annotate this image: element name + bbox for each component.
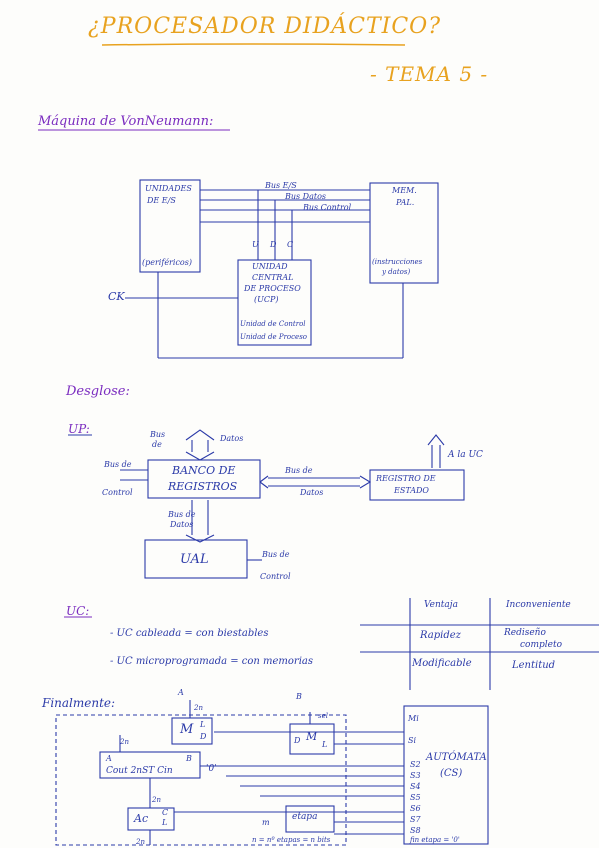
fin-signal-s5: S5	[410, 793, 421, 802]
bus-control-label: Bus Control	[303, 203, 352, 212]
up-bus-datos-top-1: Bus	[150, 430, 166, 439]
cpu-label-3: DE PROCESO	[244, 284, 301, 293]
fin-signal-s6: S6	[410, 804, 421, 813]
uc-row-1-text: - UC cableada = con biestables	[110, 628, 269, 639]
up-bus-control-left-1: Bus de	[104, 460, 132, 469]
banco-label-1: BANCO DE	[172, 464, 236, 477]
uc-row-1-inconv-1: Rediseño	[504, 628, 546, 638]
fin-etapa-signal: fin etapa = '0'	[410, 836, 460, 844]
fin-mux-l: L	[200, 720, 206, 729]
mem-label-1: MEM.	[392, 186, 417, 195]
page-title: ¿PROCESADOR DIDÁCTICO?	[88, 14, 441, 39]
registro-label-1: REGISTRO DE	[376, 474, 436, 483]
section-von-neumann: Máquina de VonNeumann:	[38, 114, 214, 129]
registro-label-2: ESTADO	[394, 486, 429, 495]
uc-label: UC:	[66, 604, 90, 618]
fin-mi: Mi	[408, 714, 419, 723]
fin-ac-c: C	[162, 808, 169, 817]
banco-label-2: REGISTROS	[168, 480, 238, 493]
uc-row-1-ventaja: Rapidez	[420, 630, 461, 641]
uc-row-2-text: - UC microprogramada = con memorias	[110, 656, 314, 667]
automata-label-2: (CS)	[440, 768, 463, 779]
mem-label-3: (instrucciones	[372, 258, 423, 266]
fin-ac: Ac	[134, 812, 149, 825]
up-label: UP:	[68, 422, 90, 436]
fin-in-a: A	[106, 754, 112, 763]
fin-etapa: etapa	[292, 812, 318, 822]
fin-mux: M	[180, 722, 194, 737]
fin-d: D	[294, 736, 301, 745]
up-bus-datos-top-2: de	[152, 440, 162, 449]
fin-signal-s7: S7	[410, 815, 421, 824]
up-bus-datos-down-2: Datos	[170, 520, 194, 529]
up-bus-datos-mid-1: Bus de	[285, 466, 313, 475]
ck-label: CK	[108, 290, 125, 303]
fin-ac-l: L	[162, 818, 168, 827]
cpu-label-6: Unidad de Proceso	[240, 333, 307, 341]
fin-m2-l: L	[322, 740, 328, 749]
io-unit-label-1: UNIDADES	[145, 184, 192, 193]
fin-si: Si	[408, 736, 417, 745]
cpu-label-1: UNIDAD	[252, 262, 288, 271]
section-desglose: Desglose:	[66, 384, 130, 399]
mem-label-2: PAL.	[396, 198, 415, 207]
bus-sym-u: U	[252, 240, 259, 249]
fin-signal-s4: S4	[410, 782, 421, 791]
automata-label-1: AUTÓMATA	[426, 752, 487, 763]
fin-signal-s8: S8	[410, 826, 421, 835]
fin-b-top: B	[296, 692, 302, 701]
bus-datos-label: Bus Datos	[285, 192, 326, 201]
fin-comp: Cout 2nST Cin	[106, 766, 173, 776]
ual-bus-control-2: Control	[260, 572, 291, 581]
up-bus-control-left-2: Control	[102, 488, 133, 497]
section-finalmente: Finalmente:	[42, 696, 116, 710]
bus-sym-d: D	[270, 240, 277, 249]
uc-row-1-inconv-2: completo	[520, 640, 562, 650]
fin-n2: 2n	[120, 738, 129, 746]
fin-n1: 2n	[194, 704, 203, 712]
fin-eq: n = nº etapas = n bits	[252, 836, 331, 844]
topic-subtitle: - TEMA 5 -	[370, 62, 489, 86]
ual-label: UAL	[180, 552, 209, 567]
a-la-uc-label: A la UC	[448, 450, 483, 460]
fin-mux-d: D	[200, 732, 207, 741]
fin-m2: M	[306, 730, 318, 743]
fin-zero: '0'	[206, 764, 217, 774]
uc-header-ventaja: Ventaja	[424, 600, 458, 610]
fin-sel: sel	[318, 712, 328, 720]
fin-signal-s3: S3	[410, 771, 421, 780]
bus-es-label: Bus E/S	[265, 181, 297, 190]
fin-m-label: m	[262, 818, 270, 827]
fin-in-b: B	[186, 754, 192, 763]
ual-bus-control-1: Bus de	[262, 550, 290, 559]
fin-signal-s2: S2	[410, 760, 421, 769]
io-unit-label-3: (periféricos)	[142, 258, 192, 267]
fin-n3: 2n	[152, 796, 161, 804]
io-unit-label-2: DE E/S	[147, 196, 176, 205]
uc-header-inconveniente: Inconveniente	[506, 600, 571, 610]
up-bus-datos-down-1: Bus de	[168, 510, 196, 519]
fin-n4: 2n	[136, 838, 145, 846]
bus-sym-c: C	[287, 240, 294, 249]
cpu-label-5: Unidad de Control	[240, 320, 306, 328]
mem-label-4: y datos)	[382, 268, 411, 276]
fin-a-top: A	[178, 688, 184, 697]
up-bus-datos-mid-2: Datos	[300, 488, 324, 497]
uc-row-2-inconv-1: Lentitud	[512, 660, 556, 671]
cpu-label-2: CENTRAL	[252, 273, 294, 282]
up-bus-datos-top-3: Datos	[220, 434, 244, 443]
uc-row-2-ventaja: Modificable	[412, 658, 472, 669]
cpu-label-4: (UCP)	[254, 295, 279, 304]
